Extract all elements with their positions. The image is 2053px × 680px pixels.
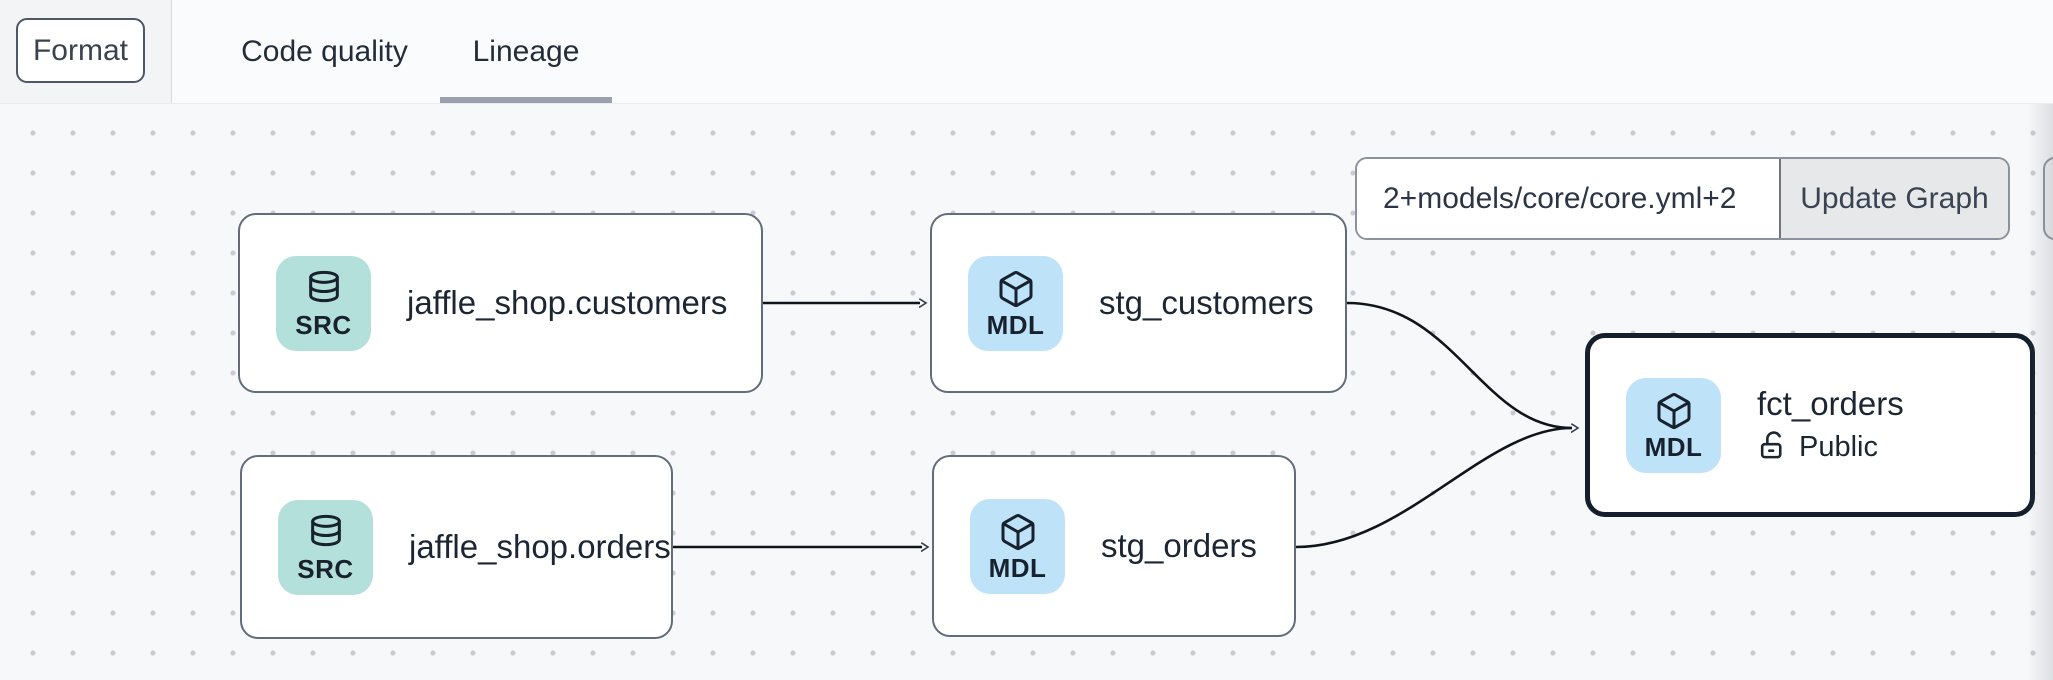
model-badge: MDL	[970, 498, 1065, 594]
badge-label: MDL	[1644, 431, 1703, 462]
tab-code-quality[interactable]: Code quality	[241, 34, 408, 68]
badge-label: SRC	[295, 309, 352, 340]
badge-label: MDL	[988, 552, 1047, 583]
model-cube-icon	[996, 269, 1036, 309]
node-jaffle-shop-orders[interactable]: SRC jaffle_shop.orders	[240, 455, 673, 639]
model-badge: MDL	[968, 255, 1063, 351]
model-badge: MDL	[1626, 377, 1721, 473]
node-jaffle-shop-customers[interactable]: SRC jaffle_shop.customers	[238, 213, 763, 393]
node-stg-customers[interactable]: MDL stg_customers	[930, 213, 1347, 393]
badge-label: SRC	[297, 553, 354, 584]
node-label: stg_orders	[1101, 527, 1257, 564]
editor-header: Format Code quality Lineage	[0, 0, 2053, 104]
database-icon	[306, 513, 346, 553]
source-badge: SRC	[278, 499, 373, 595]
header-left-section: Format	[0, 0, 172, 103]
node-stg-orders[interactable]: MDL stg_orders	[932, 455, 1296, 637]
tab-lineage[interactable]: Lineage	[440, 0, 612, 103]
node-text-column: fct_orders Public	[1757, 385, 1904, 466]
node-label: jaffle_shop.orders	[409, 528, 671, 565]
access-label: Public	[1799, 431, 1878, 463]
model-cube-icon	[998, 512, 1038, 552]
model-cube-icon	[1654, 391, 1694, 431]
node-label: fct_orders	[1757, 384, 1904, 422]
update-graph-button[interactable]: Update Graph	[1779, 159, 2008, 238]
selector-toolbar: Update Graph	[1355, 157, 2010, 240]
source-badge: SRC	[276, 255, 371, 351]
access-row: Public	[1757, 430, 1904, 466]
database-icon	[304, 269, 344, 309]
model-selector-input[interactable]	[1357, 159, 1779, 238]
offscreen-partial-button[interactable]	[2043, 157, 2053, 240]
node-fct-orders[interactable]: MDL fct_orders Public	[1585, 333, 2035, 517]
badge-label: MDL	[986, 309, 1045, 340]
unlock-icon	[1757, 430, 1788, 466]
node-label: jaffle_shop.customers	[407, 284, 728, 321]
format-button[interactable]: Format	[16, 18, 145, 83]
node-label: stg_customers	[1099, 284, 1314, 321]
